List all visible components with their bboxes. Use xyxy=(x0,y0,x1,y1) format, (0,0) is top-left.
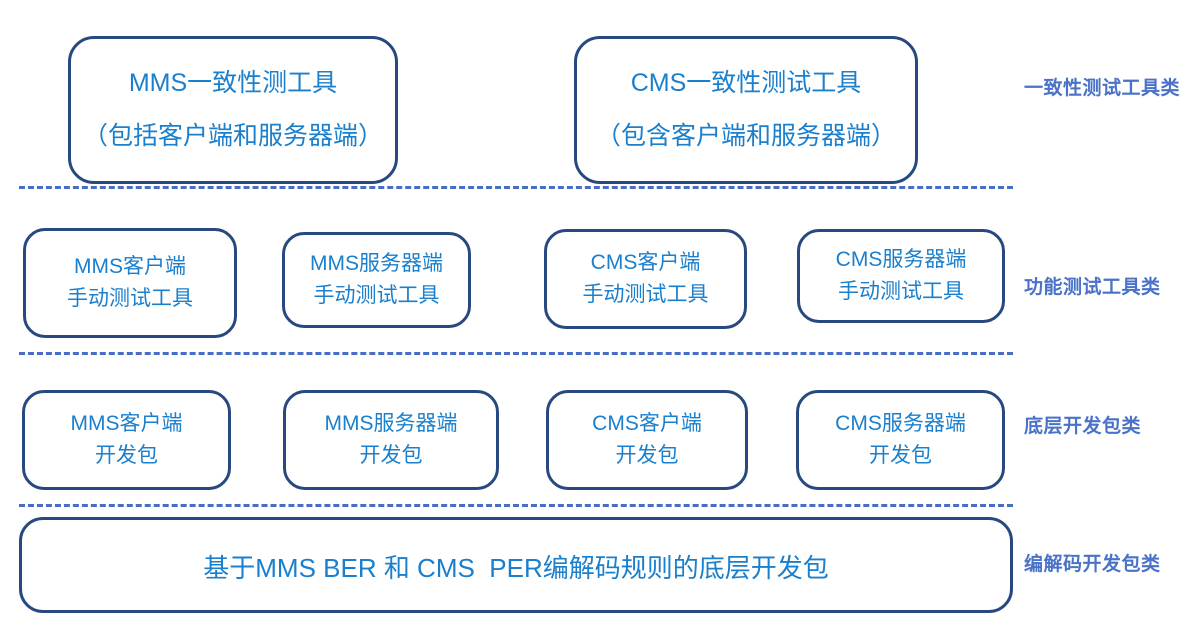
box-cms-server-manual-tool[interactable]: CMS服务器端 手动测试工具 xyxy=(797,229,1005,323)
box-label-line1: MMS服务器端 xyxy=(310,251,443,275)
box-label-line2: 开发包 xyxy=(95,444,158,467)
divider-tier1-tier2 xyxy=(19,186,1013,189)
box-cms-client-sdk[interactable]: CMS客户端 开发包 xyxy=(546,390,748,490)
box-label-line2: （包含客户端和服务器端） xyxy=(595,122,896,150)
box-cms-client-manual-tool[interactable]: CMS客户端 手动测试工具 xyxy=(544,229,747,329)
divider-tier2-tier3 xyxy=(19,352,1013,355)
box-cms-conformance-tool[interactable]: CMS一致性测试工具 （包含客户端和服务器端） xyxy=(574,36,918,184)
box-codec-sdk[interactable]: 基于MMS BER 和 CMS PER编解码规则的底层开发包 xyxy=(19,517,1013,613)
category-label-low-level-sdk: 底层开发包类 xyxy=(1024,416,1142,437)
category-label-conformance-tools: 一致性测试工具类 xyxy=(1024,78,1181,99)
box-label-line1: MMS一致性测工具 xyxy=(128,68,338,97)
category-label-functional-tools: 功能测试工具类 xyxy=(1024,277,1161,298)
box-label-line2: 手动测试工具 xyxy=(67,287,193,310)
box-label-line1: MMS客户端 xyxy=(74,254,186,278)
box-mms-conformance-tool[interactable]: MMS一致性测工具 （包括客户端和服务器端） xyxy=(68,36,398,184)
box-label-line1: 基于MMS BER 和 CMS PER编解码规则的底层开发包 xyxy=(203,553,829,583)
box-label-line1: MMS服务器端 xyxy=(324,411,458,435)
category-label-codec-sdk: 编解码开发包类 xyxy=(1024,554,1161,575)
box-label-line2: 手动测试工具 xyxy=(582,283,709,306)
box-label-line2: 开发包 xyxy=(359,444,423,467)
divider-tier3-tier4 xyxy=(19,504,1013,507)
box-label-line2: （包括客户端和服务器端） xyxy=(82,122,383,150)
box-cms-server-sdk[interactable]: CMS服务器端 开发包 xyxy=(796,390,1005,490)
box-mms-server-sdk[interactable]: MMS服务器端 开发包 xyxy=(283,390,499,490)
box-mms-client-sdk[interactable]: MMS客户端 开发包 xyxy=(22,390,231,490)
box-label-line2: 开发包 xyxy=(869,444,932,467)
box-label-line2: 手动测试工具 xyxy=(838,280,964,303)
box-label-line1: CMS客户端 xyxy=(592,411,702,435)
box-label-line1: CMS客户端 xyxy=(590,250,701,274)
box-label-line1: CMS服务器端 xyxy=(835,247,967,271)
box-label-line2: 开发包 xyxy=(615,444,679,467)
box-mms-server-manual-tool[interactable]: MMS服务器端 手动测试工具 xyxy=(282,232,471,328)
box-mms-client-manual-tool[interactable]: MMS客户端 手动测试工具 xyxy=(23,228,237,338)
box-label-line1: CMS服务器端 xyxy=(835,411,966,435)
box-label-line1: CMS一致性测试工具 xyxy=(630,68,862,97)
box-label-line2: 手动测试工具 xyxy=(313,284,440,307)
box-label-line1: MMS客户端 xyxy=(70,411,183,435)
